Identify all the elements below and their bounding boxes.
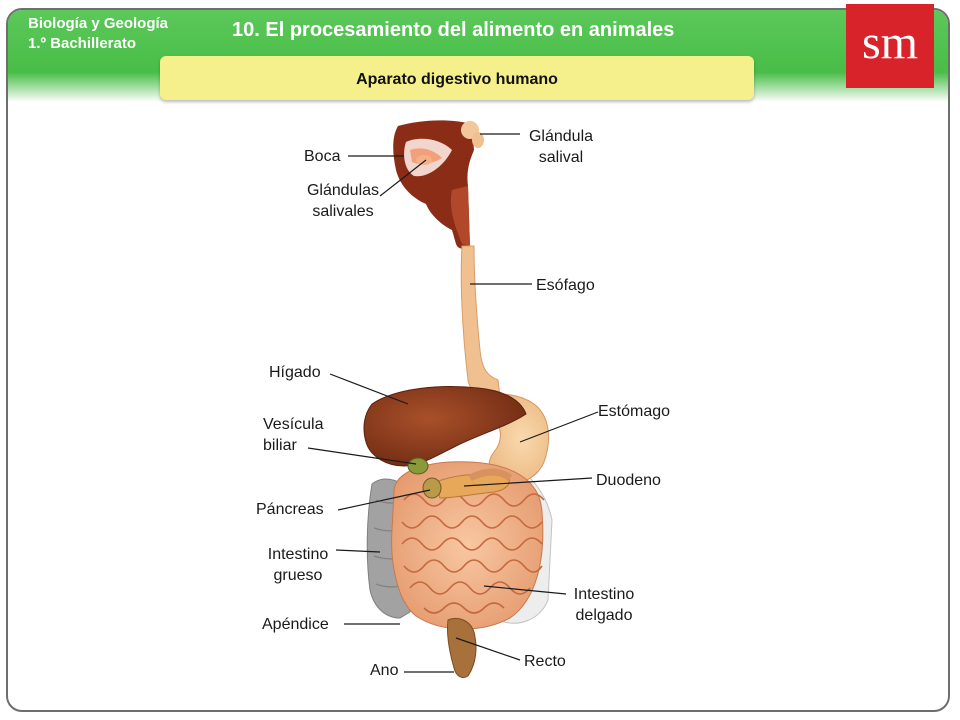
rectum [447, 618, 477, 679]
label-vesicula-line1: Vesícula [263, 416, 324, 433]
label-glandula-salival: Glándula salival [516, 126, 606, 168]
label-glandulas-salivales: Glándulas salivales [298, 180, 388, 222]
label-intestino-grueso-line1: Intestino [267, 546, 329, 563]
esophagus [460, 245, 501, 399]
gallbladder [407, 457, 429, 475]
small-intestine [391, 461, 545, 630]
sm-logo-text: sm [861, 16, 918, 69]
label-intestino-delgado-line2: delgado [575, 607, 633, 624]
course-subject: Biología y Geología [28, 15, 169, 32]
page-title: 10. El procesamiento del alimento en ani… [232, 19, 675, 41]
label-intestino-delgado-line1: Intestino [573, 586, 635, 603]
subtitle-banner: Aparato digestivo humano [160, 56, 754, 100]
course-label: Biología y Geología 1.º Bachillerato [28, 14, 168, 54]
label-glandulas-salivales-line1: Glándulas [306, 182, 380, 199]
label-recto: Recto [524, 653, 566, 670]
label-esofago: Esófago [536, 277, 595, 294]
liver [363, 386, 527, 467]
label-intestino-grueso-line2: grueso [273, 567, 323, 584]
sm-logo: sm [846, 4, 934, 88]
label-apendice: Apéndice [262, 616, 329, 633]
label-intestino-delgado: Intestino delgado [560, 584, 648, 626]
duodenum [468, 468, 513, 482]
label-glandula-salival-line2: salival [538, 149, 584, 166]
label-vesicula-biliar: Vesícula biliar [263, 414, 323, 456]
label-intestino-grueso: Intestino grueso [254, 544, 342, 586]
leader-lines [307, 133, 599, 673]
label-estomago: Estómago [598, 403, 671, 420]
subtitle-text: Aparato digestivo humano [356, 71, 558, 88]
label-glandula-salival-line1: Glándula [528, 128, 594, 145]
course-level: 1.º Bachillerato [28, 35, 137, 52]
label-higado: Hígado [269, 364, 321, 381]
label-pancreas: Páncreas [256, 501, 324, 518]
label-glandulas-salivales-line2: salivales [312, 203, 374, 220]
label-ano: Ano [370, 662, 399, 679]
label-duodeno: Duodeno [596, 472, 661, 489]
label-boca: Boca [304, 148, 341, 165]
label-vesicula-line2: biliar [263, 437, 297, 454]
head-section [393, 120, 484, 249]
